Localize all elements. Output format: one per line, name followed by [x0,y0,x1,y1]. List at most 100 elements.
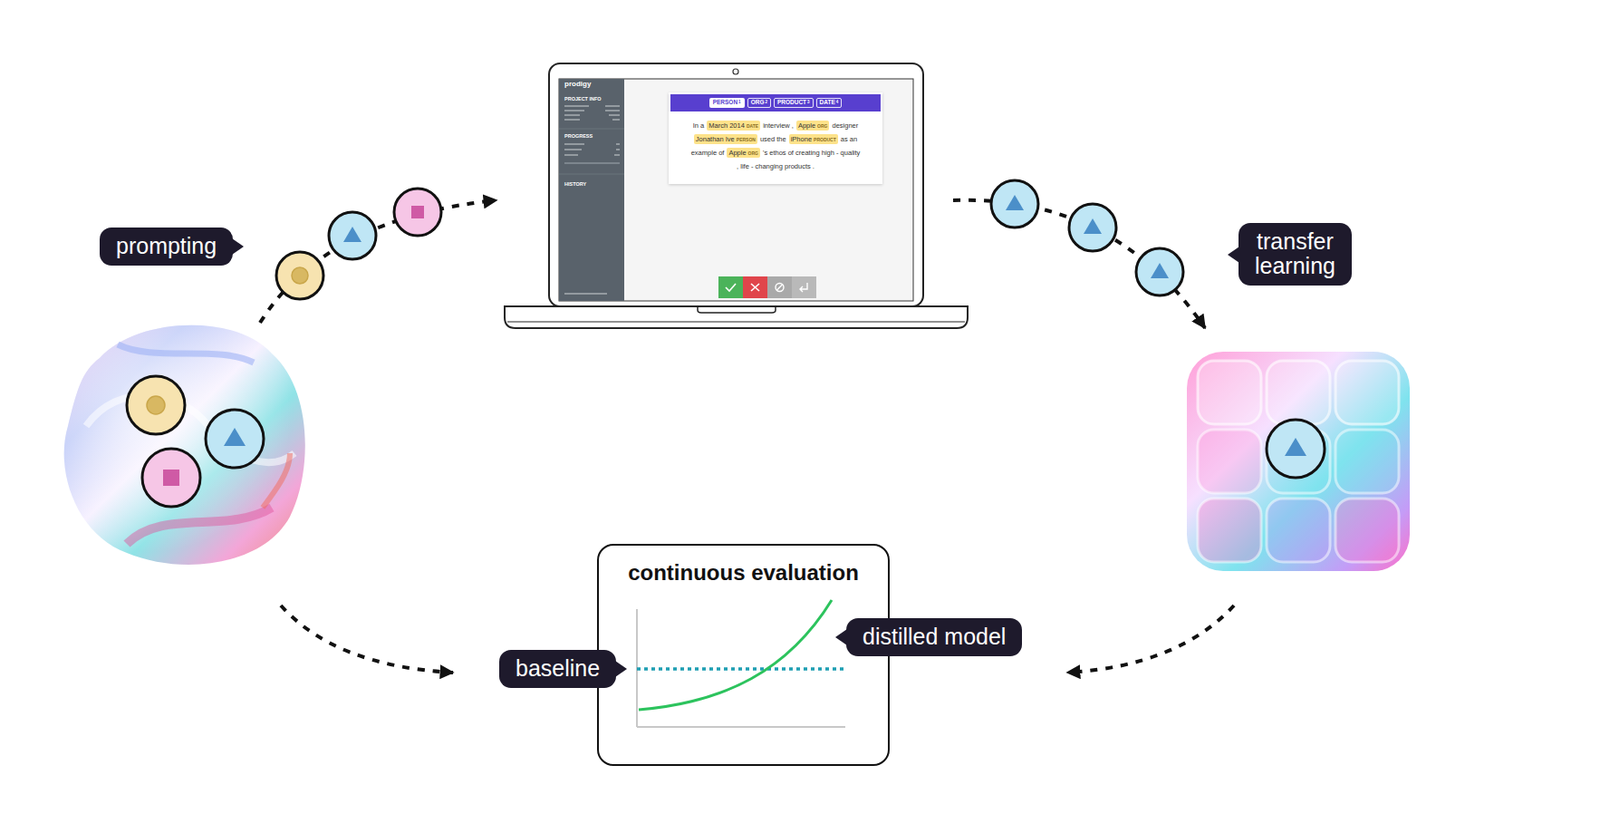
label-name: PRODUCT [777,99,807,107]
entity-highlight: March 2014DATE [706,120,761,131]
llm-blob [64,325,306,565]
token-circle [991,180,1039,228]
sidebar-rows-part [608,115,620,116]
laptop-part [732,68,739,75]
label-key: 2 [764,100,768,106]
entity-tag: DATE [746,123,759,129]
token-circle-part [146,395,165,415]
sidebar-rows-part [612,119,620,121]
token-circle [142,448,201,507]
token-circle-part [1005,194,1024,211]
annotation-card: PERSON1ORG2PRODUCT3DATE4In aMarch 2014DA… [668,92,883,184]
answer-buttons-part [800,282,808,292]
answer-buttons-part [725,283,736,291]
evaluation-chart-part [636,666,846,671]
label-chip: PERSON1 [709,97,745,108]
node-text: baseline [515,655,600,681]
sidebar-rows-part [559,173,625,175]
entity-text: March 2014 [708,121,745,130]
laptop-part [549,63,924,307]
answer-buttons-part [767,276,792,299]
token-circle [328,212,376,260]
answer-buttons-part [742,276,768,299]
token-circle-part [394,188,442,236]
distilled-cube [1186,351,1410,571]
evaluation-chart-part [638,599,832,710]
distilled-cube-part [1197,498,1262,562]
plain-text: In a [693,121,705,130]
distilled-cube-part [1266,360,1331,425]
token-circle-part [126,375,185,434]
token-circle-part [205,409,264,468]
token-circle [1136,248,1184,296]
evaluation-box: continuous evaluation [597,543,890,766]
sidebar-rows-part [564,119,580,121]
token-circle-part [142,448,201,507]
laptop-part [559,78,625,301]
token-circle-part [1069,203,1117,251]
plain-text: as an [840,134,858,144]
laptop [504,63,968,328]
callout-pill: transfer learning [1238,222,1352,286]
token-circle-part [991,180,1039,228]
token-circle-part [1136,248,1184,296]
distilled-cube-part [1266,498,1331,562]
llm-blob-part [117,344,254,363]
sidebar-rows [559,106,625,294]
token-circle-part [276,251,324,299]
sidebar-text: prodigy [564,79,591,88]
label-key: 3 [807,100,810,106]
label-chip: DATE4 [816,97,843,108]
sidebar-rows-part [564,115,580,116]
distilled-cube-part [1335,429,1399,493]
flow-arrow [260,200,497,323]
annotated-text: In aMarch 2014DATEinterview ,AppleORGdes… [668,111,883,174]
sidebar-rows-part [616,149,620,151]
plain-text: used the [760,134,787,144]
sidebar-rows-part [564,110,585,112]
node-text: continuous evaluation [598,545,888,586]
sidebar-rows-part [559,128,625,130]
llm-blob-part [64,325,306,565]
laptop-part [507,321,965,323]
sidebar-rows-part [564,144,585,145]
sidebar-text: HISTORY [564,181,587,187]
evaluation-chart-part [636,725,846,728]
entity-highlight: iPhonePRODUCT [789,134,839,145]
sidebar-rows-part [564,106,589,107]
entity-text: iPhone [790,134,812,144]
label-key: 1 [738,100,742,106]
token-circle-part [223,427,246,446]
token-circle [205,409,264,468]
plain-text: , life - changing products . [736,162,815,171]
distilled-cube-part [1335,360,1399,425]
token-circle [276,251,324,299]
entity-tag: ORG [817,123,828,129]
sidebar-text: PROGRESS [564,133,593,139]
plain-text: interview , [762,121,794,130]
sidebar-rows-part [564,149,582,151]
entity-tag: PRODUCT [813,136,837,143]
flow-arrow [1067,605,1234,673]
entity-tag: PERSON [736,136,756,143]
sidebar-rows-part [564,293,608,295]
token-circle [1069,203,1117,251]
sidebar-text: PROJECT INFO [564,96,602,102]
llm-blob-part [126,507,272,544]
llm-blob-part [262,453,290,508]
token-circle-part [1083,218,1102,234]
distilled-cube-part [1197,429,1262,493]
token-circle [126,375,185,434]
token-circle-part [328,212,376,260]
laptop-part [697,306,776,313]
entity-tag: ORG [748,150,759,156]
plain-text: example of [691,148,725,157]
label-chip: ORG2 [747,97,772,108]
callout-pill: distilled model [846,617,1022,656]
sidebar-rows-part [564,162,620,164]
token-circle-part [343,226,362,242]
answer-buttons-part [751,283,760,291]
answer-buttons-part [718,276,743,299]
sidebar-rows-part [616,144,620,145]
node-text: distilled model [862,624,1006,649]
